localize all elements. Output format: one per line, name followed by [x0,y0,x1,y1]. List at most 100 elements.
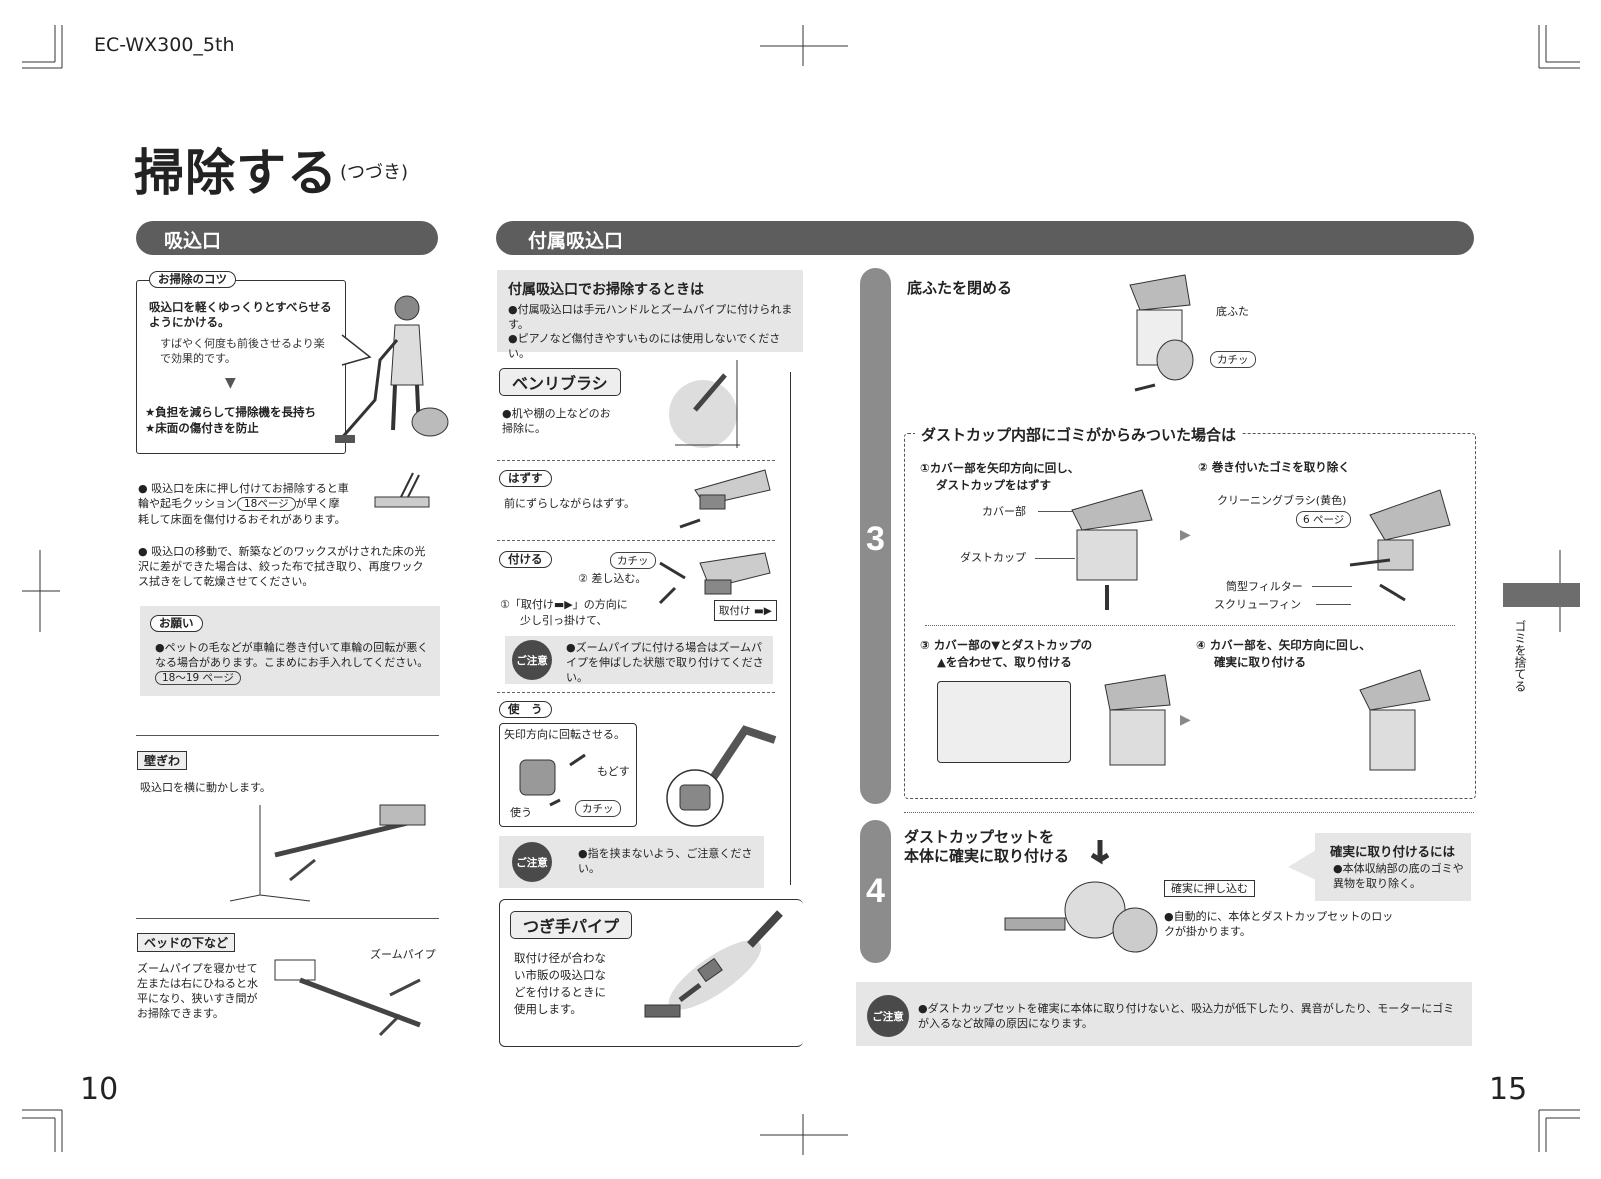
remove-illustration [679,469,771,529]
close-bottom-title: 底ふたを閉める [907,279,1013,297]
caution-icon: ご注意 [512,640,552,680]
side-tab-label: ゴミを捨てる [1513,620,1527,692]
joint-pipe-text: 取付け径が合わない市販の吸込口などを付けるときに使用します。 [514,951,606,1016]
divider [136,918,439,919]
step4-number: 4 [866,872,885,910]
screw-label: スクリューフィン [1214,598,1302,611]
benri-brush-text: ●机や棚の上などのお掃除に。 [502,407,611,435]
wall-text: 吸込口を横に動かします。 [140,781,271,794]
bottom-caution-box [856,982,1472,1046]
tip-star2: ★床面の傷付きを防止 [145,421,259,435]
use-text: 矢印方向に回転させる。 [504,728,625,741]
leader-line [1038,511,1078,512]
arrow-icon: ▬▶ [553,598,573,611]
dust-step1b: ダストカップをはずす [936,478,1051,492]
dot-divider [925,625,1455,626]
dust-step2-illustration [1349,489,1451,602]
side-tab-bar [1503,583,1580,607]
wall-cleaning-illustration [229,804,426,902]
caution-icon: ご注意 [512,842,552,882]
dustcup-label: ダストカップ [960,551,1026,564]
leader-line [1316,604,1351,605]
bed-cleaning-illustration [274,959,421,1037]
dust-step3: ③ カバー部の▼とダストカップの [920,638,1093,652]
bed-label: ベッドの下など [137,933,236,952]
page-title: 掃除する [134,144,338,202]
next-arrow-icon: ▶ [1180,712,1191,728]
request-label: お願い [150,615,203,632]
close-bottom-illustration [1129,274,1194,392]
use-illustration [666,725,777,827]
dust-step3-illustration [1104,674,1171,766]
leader-line [1312,586,1352,587]
page-title-sub: (つづき) [340,162,409,183]
use-label: 使 う [499,701,552,718]
zoom-pipe-label: ズームパイプ [370,948,436,961]
benri-brush-label: ベンリブラシ [499,368,621,396]
leader-line [1035,558,1075,559]
set-title-1: ダストカップセットを [904,828,1055,846]
soko-futa-label: 底ふた [1216,305,1249,318]
rotate-brush-illustration [519,753,586,807]
bed-text: ズームパイプを寝かせて左または右にひねると水平になり、狭いすき間がお掃除できます… [137,962,258,1020]
joint-pipe-illustration [644,910,783,1018]
remove-label: はずす [499,470,552,487]
dot-divider [904,812,1474,813]
dash-divider [497,540,775,541]
attach-label: 付ける [499,551,552,568]
pointer-shape [1288,850,1316,880]
tip-star1: ★負担を減らして掃除機を長持ち [145,405,316,419]
down-triangle-icon: ▼ [225,375,236,391]
step3-bar [860,268,891,804]
sure-install-title: 確実に取り付けるには [1330,844,1456,859]
use-box [499,723,637,827]
left-bullet2: ● 吸込口の移動で、新築などのワックスがけされた床の光沢に差ができた場合は、絞っ… [138,545,426,588]
toritsuke-mark: 取付け ▬▶ [714,600,777,621]
sure-install-box [1315,833,1471,901]
model-code: EC-WX300_5th [94,34,235,56]
speech-pointer [341,334,372,366]
click-bubble: カチッ [575,800,621,817]
click-bubble: カチッ [1210,351,1256,368]
caution2-text: ●指を挟まないよう、ご注意ください。 [578,847,753,875]
brush-label: クリーニングブラシ(黄色) [1217,494,1347,507]
section-header-suikomiguchi: 吸込口 [136,221,438,255]
attach-step2: ② 差し込む。 [578,572,647,585]
attach-step1c: 少し引っ掛けて、 [520,614,608,627]
dash-divider [497,692,775,693]
brush-ref: 6 ページ [1296,511,1352,528]
middle-vline [790,372,791,885]
page-number-right: 15 [1489,1072,1528,1107]
dash-divider [497,460,775,461]
tip-main: 吸込口を軽くゆっくりとすべらせるようにかける。 [149,300,332,329]
attachment-info-b2: ●ピアノなど傷付きやすいものには使用しないでください。 [508,332,781,360]
dust-step3b: ▲を合わせて、取り付ける [937,655,1072,669]
click-bubble: カチッ [610,552,656,569]
attach-step1: ①「取付け▬▶」の方向に [500,598,628,611]
caution-icon: ご注意 [867,995,909,1037]
dust-step4-illustration [1359,669,1431,771]
step4-bar [860,820,891,963]
auto-lock-text: ●自動的に、本体とダストカップセットのロックが掛かります。 [1164,910,1394,938]
caution1-text: ●ズームパイプに付ける場合はズームパイプを伸ばした状態で取り付けてください。 [566,641,764,684]
benri-brush-illustration [669,360,740,448]
attachment-info-title: 付属吸込口でお掃除するときは [508,282,704,298]
use-small-label: 使う [510,806,532,819]
dust-set-illustration [1004,840,1158,953]
dust-cup-header: ダストカップ内部にゴミがからみついた場合は [915,424,1243,445]
step3-detail-box [937,681,1071,763]
push-label: 確実に押し込む [1164,880,1255,897]
remove-text: 前にずらしながらはずす。 [504,497,636,510]
woman-vacuum-illustration [335,295,449,443]
filter-label: 筒型フィルター [1226,580,1303,593]
tip-box [136,280,346,454]
tip-label: お掃除のコツ [149,271,236,288]
tip-paren: すばやく何度も前後させるより楽で効果的です。 [160,337,325,365]
nozzle-illustration [374,472,430,508]
divider [136,735,439,736]
dust-step2: ② 巻き付いたゴミを取り除く [1198,460,1350,474]
request-text: ●ペットの毛などが車輪に巻き付いて車輪の回転が悪くなる場合があります。こまめにお… [155,641,429,685]
joint-pipe-box [499,899,803,1047]
dust-step1: ①カバー部を矢印方向に回し、 [920,461,1080,475]
